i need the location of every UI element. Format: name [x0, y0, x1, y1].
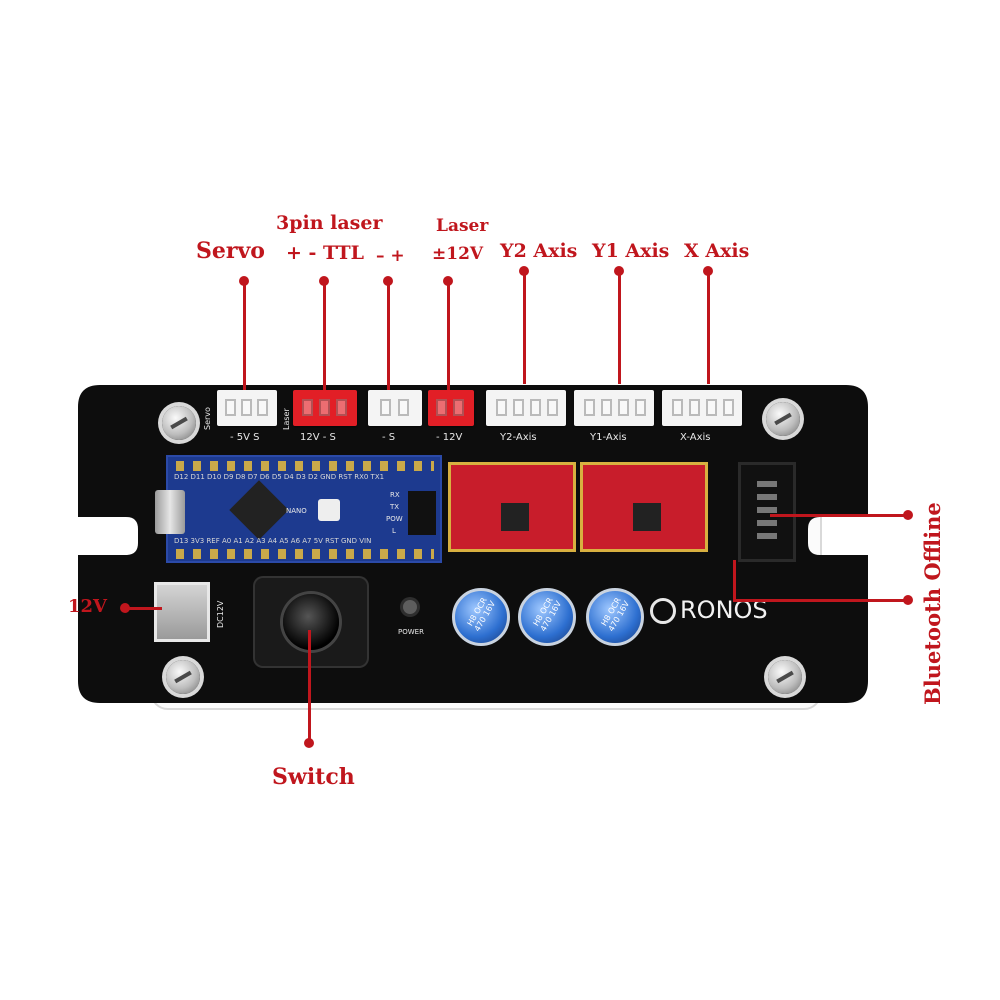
- leader-y1-axis: [618, 272, 621, 384]
- stepper-driver-y2: [448, 462, 576, 552]
- nano-led-tx: TX: [390, 503, 400, 511]
- label-3pin-laser-pins: + - TTL: [286, 242, 364, 264]
- capacitor-2: H8 OCR 470 16V: [518, 588, 576, 646]
- label-servo: Servo: [196, 238, 265, 264]
- label-3pin-laser: 3pin laser: [276, 212, 383, 234]
- brand-logo-icon: [650, 598, 676, 624]
- nano-bottom-pins: D13 3V3 REF A0 A1 A2 A3 A4 A5 A6 A7 5V R…: [174, 537, 372, 545]
- arduino-nano: D12 D11 D10 D9 D8 D7 D6 D5 D4 D3 D2 GND …: [166, 455, 442, 563]
- laser-3pin-connector[interactable]: [293, 390, 357, 426]
- leader-bluetooth-dot: [903, 595, 913, 605]
- nano-top-pins: D12 D11 D10 D9 D8 D7 D6 D5 D4 D3 D2 GND …: [174, 473, 385, 481]
- label-y1-axis: Y1 Axis: [592, 240, 670, 262]
- capacitor-3-text: H8 OCR 470 16V: [599, 596, 632, 633]
- label-x-axis: X Axis: [684, 240, 750, 262]
- dc-jack-label: DC12V: [216, 600, 225, 628]
- leader-servo-dot: [239, 276, 249, 286]
- leader-minus-plus: [387, 282, 390, 390]
- power-switch[interactable]: [255, 578, 367, 666]
- laser12v-pins-label: - 12V: [436, 432, 463, 443]
- leader-offline-dot: [903, 510, 913, 520]
- capacitor-3: H8 OCR 470 16V: [586, 588, 644, 646]
- label-switch: Switch: [272, 764, 355, 790]
- nano-pin-header-top: [176, 461, 434, 471]
- leader-laser: [447, 282, 450, 390]
- leader-x-axis: [707, 272, 710, 384]
- nano-led-rx: RX: [390, 491, 400, 499]
- capacitor-1-text: H8 OCR 470 16V: [465, 596, 498, 633]
- label-bluetooth-offline: Bluetooth Offline: [920, 502, 945, 705]
- switch-button[interactable]: [283, 594, 339, 650]
- leader-minus-plus-dot: [383, 276, 393, 286]
- y2-axis-connector[interactable]: [486, 390, 566, 426]
- power-led: [403, 600, 417, 614]
- fan-pins-label: - S: [382, 432, 396, 443]
- nano-header-block: [408, 491, 436, 535]
- leader-12v: [126, 607, 162, 610]
- leader-servo: [243, 282, 246, 390]
- leader-x-axis-dot: [703, 266, 713, 276]
- leader-3pin-laser: [323, 282, 326, 390]
- laser-pins-label: 12V - S: [300, 432, 336, 443]
- leader-bluetooth: [733, 599, 908, 602]
- screw-top-left: [162, 406, 196, 440]
- label-laser: Laser: [436, 216, 489, 236]
- nano-mcu-chip: [229, 480, 289, 540]
- y1-port-label: Y1-Axis: [590, 432, 627, 443]
- leader-switch: [308, 630, 311, 742]
- fan-connector[interactable]: [368, 390, 422, 426]
- x-axis-connector[interactable]: [662, 390, 742, 426]
- driver-chip-y1: [633, 503, 661, 531]
- screw-bottom-right: [768, 660, 802, 694]
- capacitor-2-text: H8 OCR 470 16V: [531, 596, 564, 633]
- leader-offline: [770, 514, 908, 517]
- leader-12v-dot: [120, 603, 130, 613]
- bluetooth-offline-header[interactable]: [738, 462, 796, 562]
- servo-pins-label: - 5V S: [230, 432, 260, 443]
- screw-bottom-left: [166, 660, 200, 694]
- capacitor-1: H8 OCR 470 16V: [452, 588, 510, 646]
- driver-chip-y2: [501, 503, 529, 531]
- nano-led-l: L: [392, 527, 396, 535]
- leader-bluetooth-vertical: [733, 560, 736, 602]
- label-minus-plus: – +: [376, 246, 405, 266]
- nano-label: NANO: [286, 507, 307, 515]
- stepper-driver-y1: [580, 462, 708, 552]
- dc-power-jack[interactable]: [154, 582, 210, 642]
- nano-reset-button[interactable]: [318, 499, 340, 521]
- label-y2-axis: Y2 Axis: [500, 240, 578, 262]
- label-12v: 12V: [68, 596, 108, 617]
- label-laser-12v: ±12V: [432, 244, 484, 264]
- screw-top-right: [766, 402, 800, 436]
- x-port-label: X-Axis: [680, 432, 711, 443]
- y1-axis-connector[interactable]: [574, 390, 654, 426]
- laser-port-label: Laser: [282, 408, 291, 430]
- servo-connector[interactable]: [217, 390, 277, 426]
- power-led-label: POWER: [398, 628, 424, 636]
- y2-port-label: Y2-Axis: [500, 432, 537, 443]
- leader-y1-axis-dot: [614, 266, 624, 276]
- servo-port-label: Servo: [203, 407, 212, 430]
- leader-y2-axis-dot: [519, 266, 529, 276]
- nano-pin-header-bottom: [176, 549, 434, 559]
- laser-12v-connector[interactable]: [428, 390, 474, 426]
- leader-laser-dot: [443, 276, 453, 286]
- usb-port[interactable]: [155, 490, 185, 534]
- nano-led-pow: POW: [386, 515, 403, 523]
- leader-switch-dot: [304, 738, 314, 748]
- header-pins: [757, 481, 777, 545]
- leader-y2-axis: [523, 272, 526, 384]
- leader-3pin-laser-dot: [319, 276, 329, 286]
